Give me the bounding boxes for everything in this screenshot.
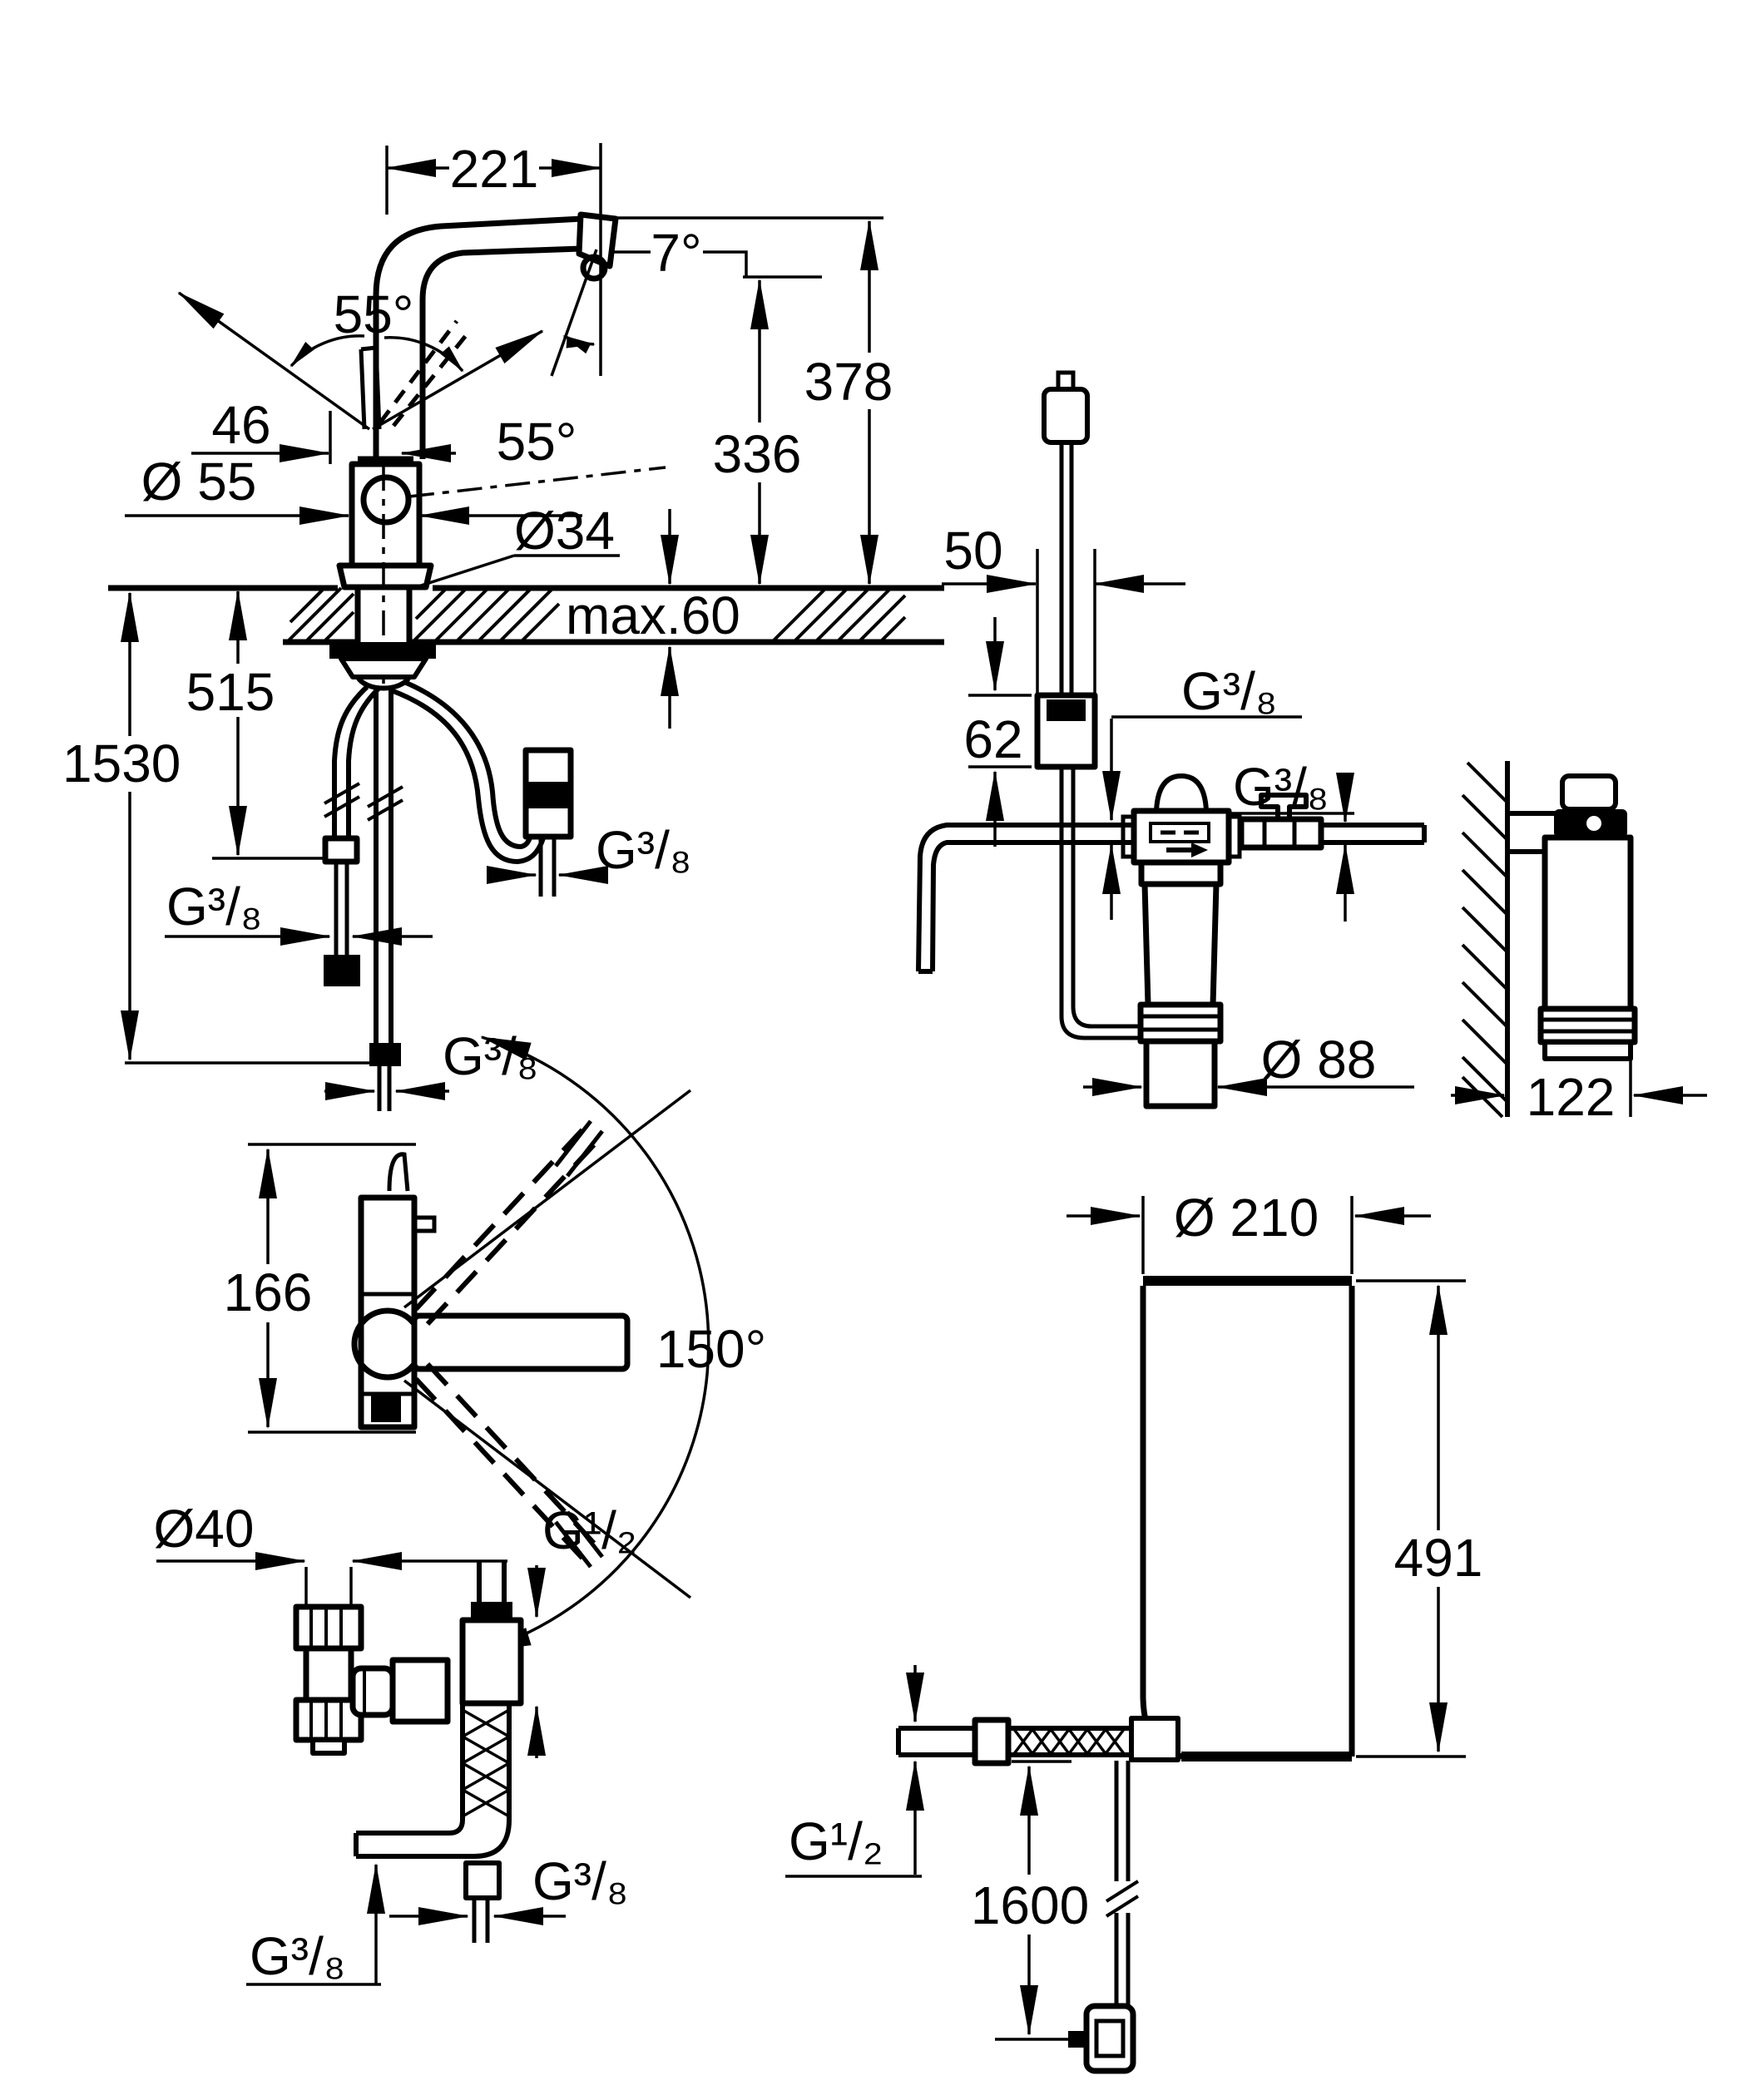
boiler-view: Ø 210 491 G¹/₂ 1600 xyxy=(785,1188,1483,2074)
power-cable xyxy=(1068,1761,1140,2074)
thread-left-hose-label: G³/₈ xyxy=(166,877,262,936)
dim-shank-dia-label: Ø34 xyxy=(514,501,615,561)
dim-spout-angle-label: 7° xyxy=(651,223,701,283)
spout-outer xyxy=(373,215,583,459)
top-view-body xyxy=(358,1194,418,1430)
thread-valve-label: G¹/₂ xyxy=(542,1500,637,1560)
spout-end-head xyxy=(576,211,619,269)
dim-drain-dia-label: Ø40 xyxy=(154,1499,255,1559)
filter-cartridge xyxy=(1137,859,1224,1109)
drain-valve-view: Ø40 G¹/₂ G³/₈ G³/₈ xyxy=(154,1499,637,1986)
mounting-nut xyxy=(329,642,436,659)
tank-sides xyxy=(1140,1286,1355,1757)
top-view-spout xyxy=(411,1312,631,1372)
cartridge-circle xyxy=(360,474,412,526)
dim-cartridge-dia-label: Ø 88 xyxy=(1261,1030,1377,1090)
faucet-front-view: 221 7° 55° 55° 46 Ø 55 Ø34 max.60 378 33… xyxy=(62,139,944,1111)
dim-hose-long-label: 1530 xyxy=(62,734,181,793)
top-view-lever-tip xyxy=(387,1152,410,1192)
dim-body-depth-label: 166 xyxy=(224,1262,313,1322)
dim-handle-left-label: 55° xyxy=(334,284,414,344)
filter-head xyxy=(1121,773,1242,866)
thread-bottom-hose-label: G³/₈ xyxy=(443,1026,538,1086)
dim-box-height-label: 62 xyxy=(963,709,1022,769)
centerline-horizontal xyxy=(408,466,666,498)
dim-cable-length-label: 1600 xyxy=(971,1875,1089,1935)
filter-assembly-view: 50 62 G³/₈ G³/₈ Ø 88 xyxy=(916,370,1427,1109)
drain-tube xyxy=(293,1603,364,1756)
dim-handle-right-label: 55° xyxy=(497,412,577,472)
wall-hatch xyxy=(1461,761,1509,1119)
dim-offset-label: 46 xyxy=(211,395,270,455)
dim-spout-reach-label: 221 xyxy=(450,139,539,199)
thread-drain-right-label: G³/₈ xyxy=(532,1851,628,1911)
ray-55-right xyxy=(372,329,544,431)
faucet-base xyxy=(336,562,434,590)
arc-55-right xyxy=(384,336,464,373)
cable-connector xyxy=(1042,387,1090,445)
dim-box-width-label: 50 xyxy=(943,521,1002,581)
thread-filter-inlet-label: G³/₈ xyxy=(1181,661,1277,721)
flow-arrow xyxy=(1191,842,1208,857)
swivel-joint xyxy=(351,1307,424,1381)
control-cable-upper xyxy=(1059,442,1074,695)
tee-connection xyxy=(459,1562,524,1707)
thread-check-valve-label: G³/₈ xyxy=(596,820,691,880)
arc-7deg xyxy=(562,334,596,354)
angle-valve xyxy=(349,1657,451,1725)
side-filter-body xyxy=(1542,834,1634,1012)
leader-d34 xyxy=(415,554,620,589)
handle-upright xyxy=(359,345,382,430)
dim-body-dia-label: Ø 55 xyxy=(141,452,257,511)
dim-height-total-label: 378 xyxy=(804,352,893,412)
leader-7deg xyxy=(611,250,822,279)
handle-dashed xyxy=(379,319,473,427)
dim-wall-clearance-label: 122 xyxy=(1527,1067,1616,1127)
spout-swivel-dashed-up xyxy=(413,1122,601,1327)
faucet-top-view: 166 150° xyxy=(224,1035,766,1653)
dim-hose-short-label: 515 xyxy=(186,662,275,722)
dim-max-thickness-label: max.60 xyxy=(566,586,740,645)
power-plug xyxy=(1083,2003,1136,2074)
thread-boiler-inlet-label: G¹/₂ xyxy=(789,1811,883,1871)
counter-hatch xyxy=(287,586,907,642)
dim-tank-dia-label: Ø 210 xyxy=(1174,1188,1319,1248)
dim-height-spout-label: 336 xyxy=(713,424,802,484)
check-valve xyxy=(522,747,574,897)
dim-tank-height-label: 491 xyxy=(1394,1528,1483,1588)
boiler-inlet xyxy=(896,1716,1180,1766)
shank xyxy=(354,587,413,642)
dim-swivel-range-label: 150° xyxy=(656,1319,766,1379)
ray-55-left xyxy=(177,291,371,431)
swivel-arc xyxy=(480,1035,710,1653)
wall-mount-side-view: 122 xyxy=(1451,761,1707,1127)
spout-inner xyxy=(419,245,582,459)
arc-55-left xyxy=(290,334,365,368)
thread-drain-left-label: G³/₈ xyxy=(250,1926,345,1986)
thread-filter-outlet-label: G³/₈ xyxy=(1233,757,1329,817)
braided-hose xyxy=(354,1703,512,1943)
